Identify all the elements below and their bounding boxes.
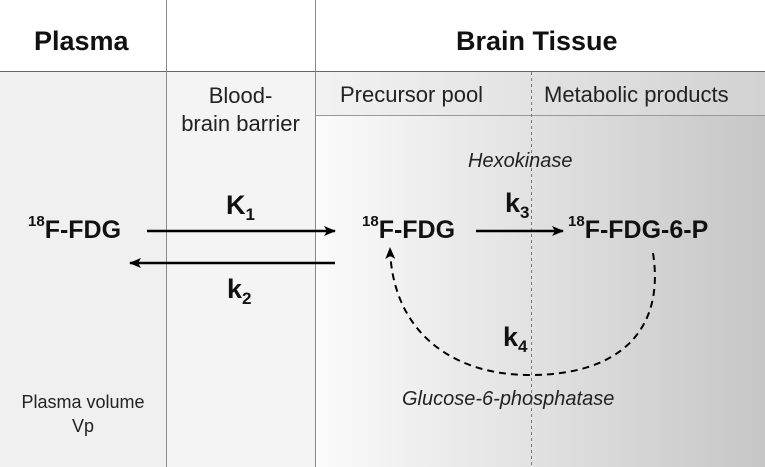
plasma-region xyxy=(0,72,166,467)
product-isotope: 18 xyxy=(568,213,585,230)
plasma-volume-line1: Plasma volume xyxy=(21,392,145,412)
glucose-6-phosphatase-label: Glucose-6-phosphatase xyxy=(402,388,615,410)
k2-label: k2 xyxy=(227,274,252,308)
plasma-volume-label: Plasma volume Vp xyxy=(0,390,166,438)
tissue-fdg-name: F-FDG xyxy=(378,216,456,244)
k3-symbol: k xyxy=(505,188,521,218)
k2-symbol: k xyxy=(227,274,243,304)
tissue-fdg: 18F-FDG xyxy=(362,213,456,245)
k3-label: k3 xyxy=(505,188,530,222)
k4-symbol: k xyxy=(503,322,519,352)
k4-label: k4 xyxy=(503,322,528,356)
metabolic-products-label: Metabolic products xyxy=(544,82,729,107)
k2-index: 2 xyxy=(242,289,252,308)
product-name: F-FDG-6-P xyxy=(584,216,709,244)
fdg-6-phosphate: 18F-FDG-6-P xyxy=(568,213,709,245)
k1-index: 1 xyxy=(245,205,255,224)
k4-dashed-arrow xyxy=(385,247,656,377)
brain-tissue-header: Brain Tissue xyxy=(456,26,618,56)
plasma-volume-line2: Vp xyxy=(71,416,95,436)
brain-tissue-region xyxy=(315,72,765,467)
plasma-fdg-isotope: 18 xyxy=(28,213,45,230)
blood-brain-barrier-label: Blood- brain barrier xyxy=(166,82,315,138)
k1-symbol: K xyxy=(226,190,246,220)
precursor-pool-label: Precursor pool xyxy=(340,82,484,107)
k3-index: 3 xyxy=(520,203,530,222)
plasma-fdg: 18F-FDG xyxy=(28,213,122,245)
hexokinase-label: Hexokinase xyxy=(468,150,573,172)
brain-tissue-subheader-band xyxy=(315,72,765,115)
k1-label: K1 xyxy=(226,190,255,224)
tissue-fdg-isotope: 18 xyxy=(362,213,379,230)
k4-index: 4 xyxy=(518,337,528,356)
bbb-label-line1: Blood- xyxy=(208,83,273,108)
blood-brain-barrier-region xyxy=(166,72,315,467)
bbb-label-line2: brain barrier xyxy=(181,111,300,136)
plasma-header: Plasma xyxy=(34,26,129,56)
plasma-fdg-name: F-FDG xyxy=(44,216,122,244)
